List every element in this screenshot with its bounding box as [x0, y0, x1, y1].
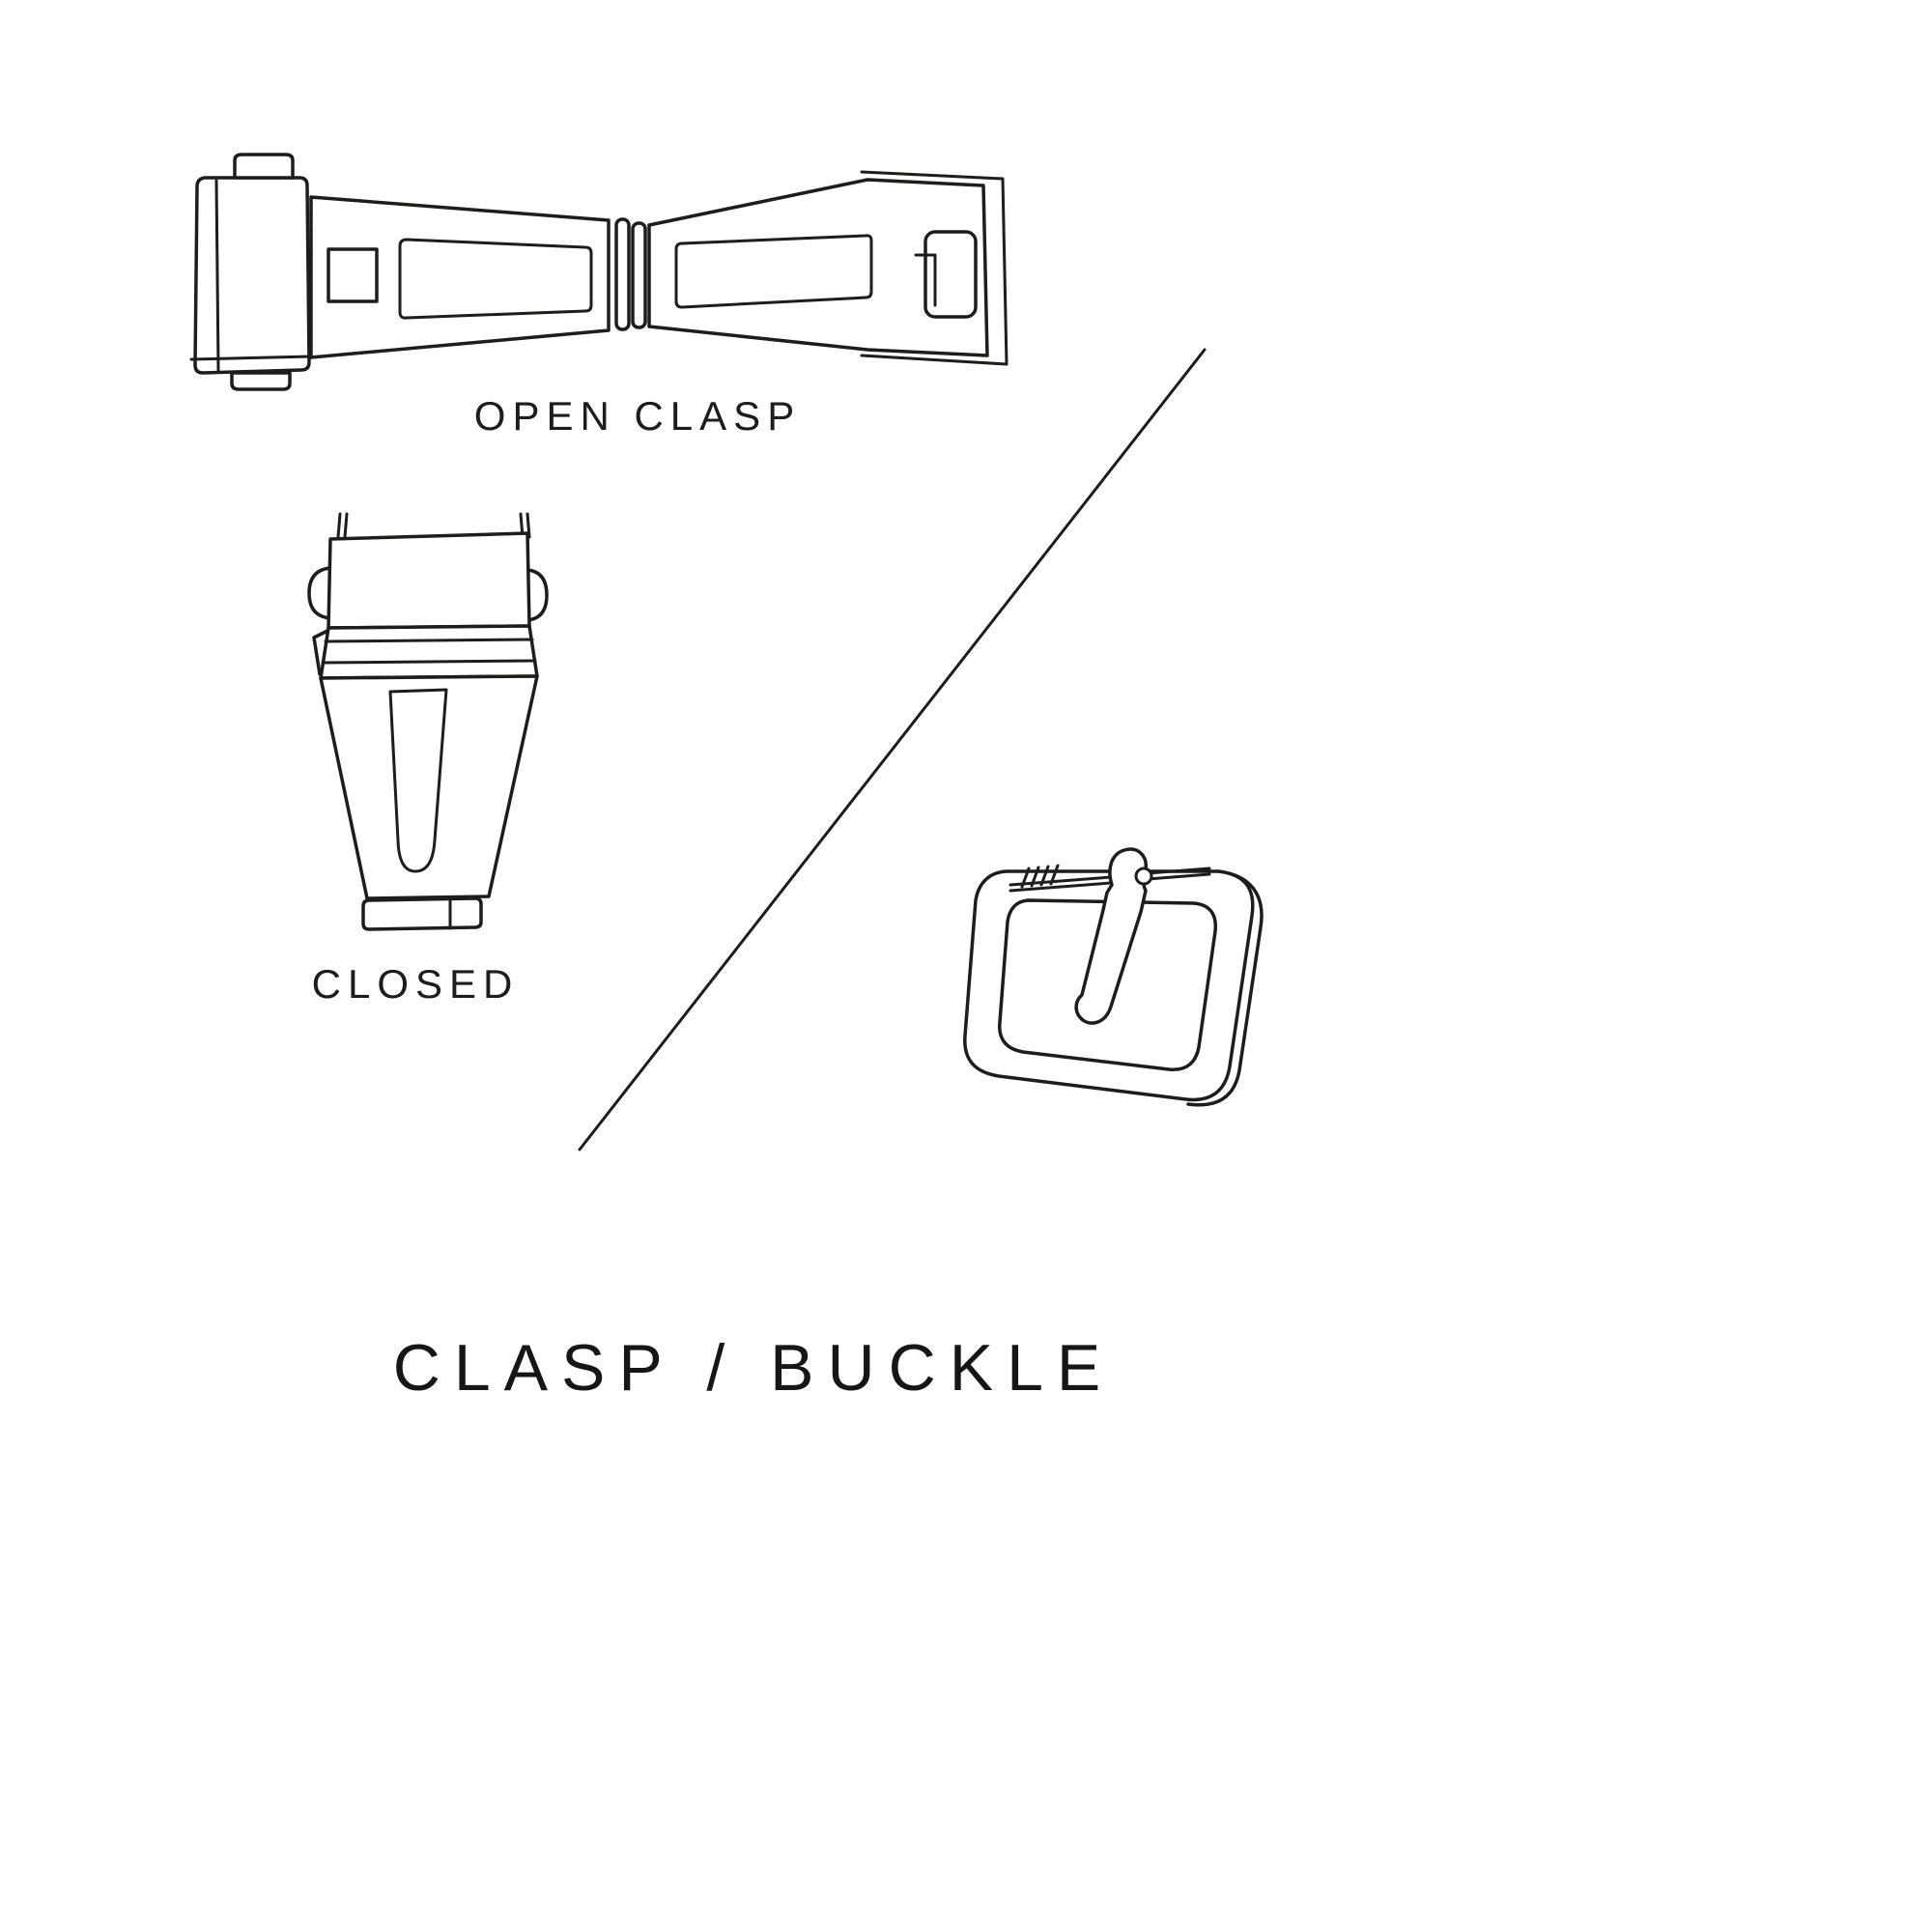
closed-clasp-band	[312, 624, 539, 680]
closed-caption: CLOSED	[311, 961, 520, 1007]
clasp-left-end-block	[193, 176, 311, 375]
diagonal-divider-line	[578, 348, 1207, 1151]
page-title: CLASP / BUCKLE	[392, 1331, 1115, 1405]
buckle-pin	[1009, 864, 1211, 893]
open-clasp-illustration	[189, 153, 1009, 391]
buckle-opening	[998, 898, 1218, 1071]
closed-clasp-slot	[388, 688, 448, 873]
clasp-hook-detail	[914, 230, 978, 319]
clasp-notch	[327, 247, 379, 303]
closed-clasp-end-bar	[361, 896, 483, 931]
clasp-hinge	[614, 217, 647, 331]
closed-clasp-cover	[327, 531, 531, 630]
clasp-right-link	[647, 178, 989, 357]
buckle-tang-ring	[1134, 867, 1153, 886]
closed-clasp-illustration	[307, 512, 549, 931]
closed-clasp-body	[319, 674, 539, 900]
open-clasp-caption: OPEN CLASP	[473, 393, 802, 439]
buckle-tang	[1074, 847, 1148, 1025]
buckle-illustration	[963, 847, 1264, 1107]
clasp-left-link	[309, 195, 611, 359]
